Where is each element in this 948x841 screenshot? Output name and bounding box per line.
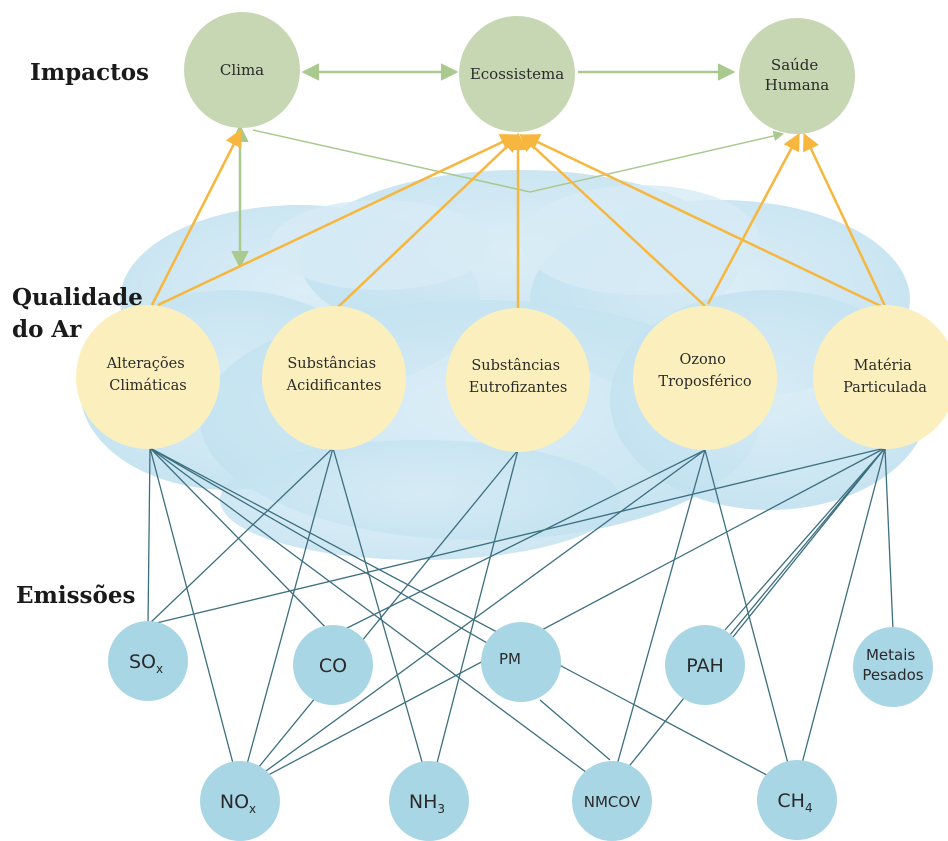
emission-sox-main: SO <box>129 651 156 673</box>
air-acidificantes-label: Substâncias Acidificantes <box>286 356 382 394</box>
emission-node-nox: NOx <box>200 761 280 841</box>
air-ozono-label: Ozono Troposférico <box>658 352 751 390</box>
air-ozono-line1: Ozono <box>680 352 726 368</box>
emission-pah-label: PAH <box>686 655 724 677</box>
emission-node-co: CO <box>293 625 373 705</box>
emission-node-nmcov: NMCOV <box>572 761 652 841</box>
emission-ch4-label: CH4 <box>777 790 812 815</box>
emission-sox-label: SOx <box>129 651 163 676</box>
emissions-section-label: Emissões <box>16 582 135 609</box>
impact-node-ecossistema: Ecossistema <box>459 16 575 132</box>
air-quality-label-line1: Qualidade <box>12 284 143 311</box>
air-eutrofizantes-line1: Substâncias <box>471 358 560 374</box>
impact-node-saude-humana: Saúde Humana <box>739 18 855 134</box>
emission-node-pah: PAH <box>665 625 745 705</box>
emission-ch4-main: CH <box>777 790 805 812</box>
air-alteracoes-line2: Climáticas <box>109 378 186 394</box>
air-eutrofizantes-label: Substâncias Eutrofizantes <box>469 358 568 396</box>
emission-pm-label: PM <box>499 650 521 668</box>
air-eutrofizantes-line2: Eutrofizantes <box>469 380 568 396</box>
emission-node-nh3: NH3 <box>389 761 469 841</box>
emission-links <box>147 447 894 791</box>
emission-nh3-sub: 3 <box>437 802 445 816</box>
emission-metais-line2: Pesados <box>862 666 923 684</box>
air-ozono-line2: Troposférico <box>658 374 751 390</box>
emission-node-metais-pesados: Metais Pesados <box>853 627 933 707</box>
emission-node-sox: SOx <box>108 621 188 701</box>
emission-nh3-main: NH <box>409 791 438 813</box>
emission-node-ch4: CH4 <box>757 760 837 840</box>
emission-sox-sub: x <box>156 662 163 676</box>
air-alteracoes-label: Alterações Climáticas <box>106 356 190 394</box>
impact-node-clima: Clima <box>184 12 300 128</box>
impact-links <box>231 63 785 269</box>
emission-co-label: CO <box>319 655 347 677</box>
impact-saude-label: Saúde Humana <box>765 56 830 94</box>
emission-nox-main: NO <box>220 791 249 813</box>
emission-ch4-sub: 4 <box>805 801 813 815</box>
emission-nmcov-label: NMCOV <box>584 793 641 811</box>
air-acidificantes-line1: Substâncias <box>287 356 376 372</box>
impact-clima-label: Clima <box>220 61 264 79</box>
air-node-substancias-eutrofizantes: Substâncias Eutrofizantes <box>446 308 590 452</box>
emission-metais-label: Metais Pesados <box>862 646 923 684</box>
air-materia-line2: Particulada <box>843 380 927 396</box>
emission-nox-label: NOx <box>220 791 256 816</box>
air-quality-section-label: Qualidade do Ar <box>12 284 151 343</box>
air-quality-label-line2: do Ar <box>12 316 82 343</box>
air-node-substancias-acidificantes: Substâncias Acidificantes <box>262 306 406 450</box>
impact-ecossistema-label: Ecossistema <box>470 65 564 83</box>
impacts-section-label: Impactos <box>30 59 149 86</box>
air-node-materia-particulada: Matéria Particulada <box>813 305 948 449</box>
air-alteracoes-line1: Alterações <box>106 356 185 372</box>
air-node-alteracoes-climaticas: Alterações Climáticas <box>76 305 220 449</box>
impact-saude-line1: Saúde <box>771 56 818 74</box>
emission-node-pm: PM <box>481 622 561 702</box>
air-materia-line1: Matéria <box>854 358 912 374</box>
emission-metais-line1: Metais <box>866 646 915 664</box>
air-acidificantes-line2: Acidificantes <box>286 378 382 394</box>
emission-nox-sub: x <box>249 802 256 816</box>
air-node-ozono-troposferico: Ozono Troposférico <box>633 306 777 450</box>
air-materia-label: Matéria Particulada <box>843 358 927 396</box>
impact-saude-line2: Humana <box>765 76 830 94</box>
emission-nh3-label: NH3 <box>409 791 445 816</box>
air-to-impact-arrows <box>150 128 887 310</box>
